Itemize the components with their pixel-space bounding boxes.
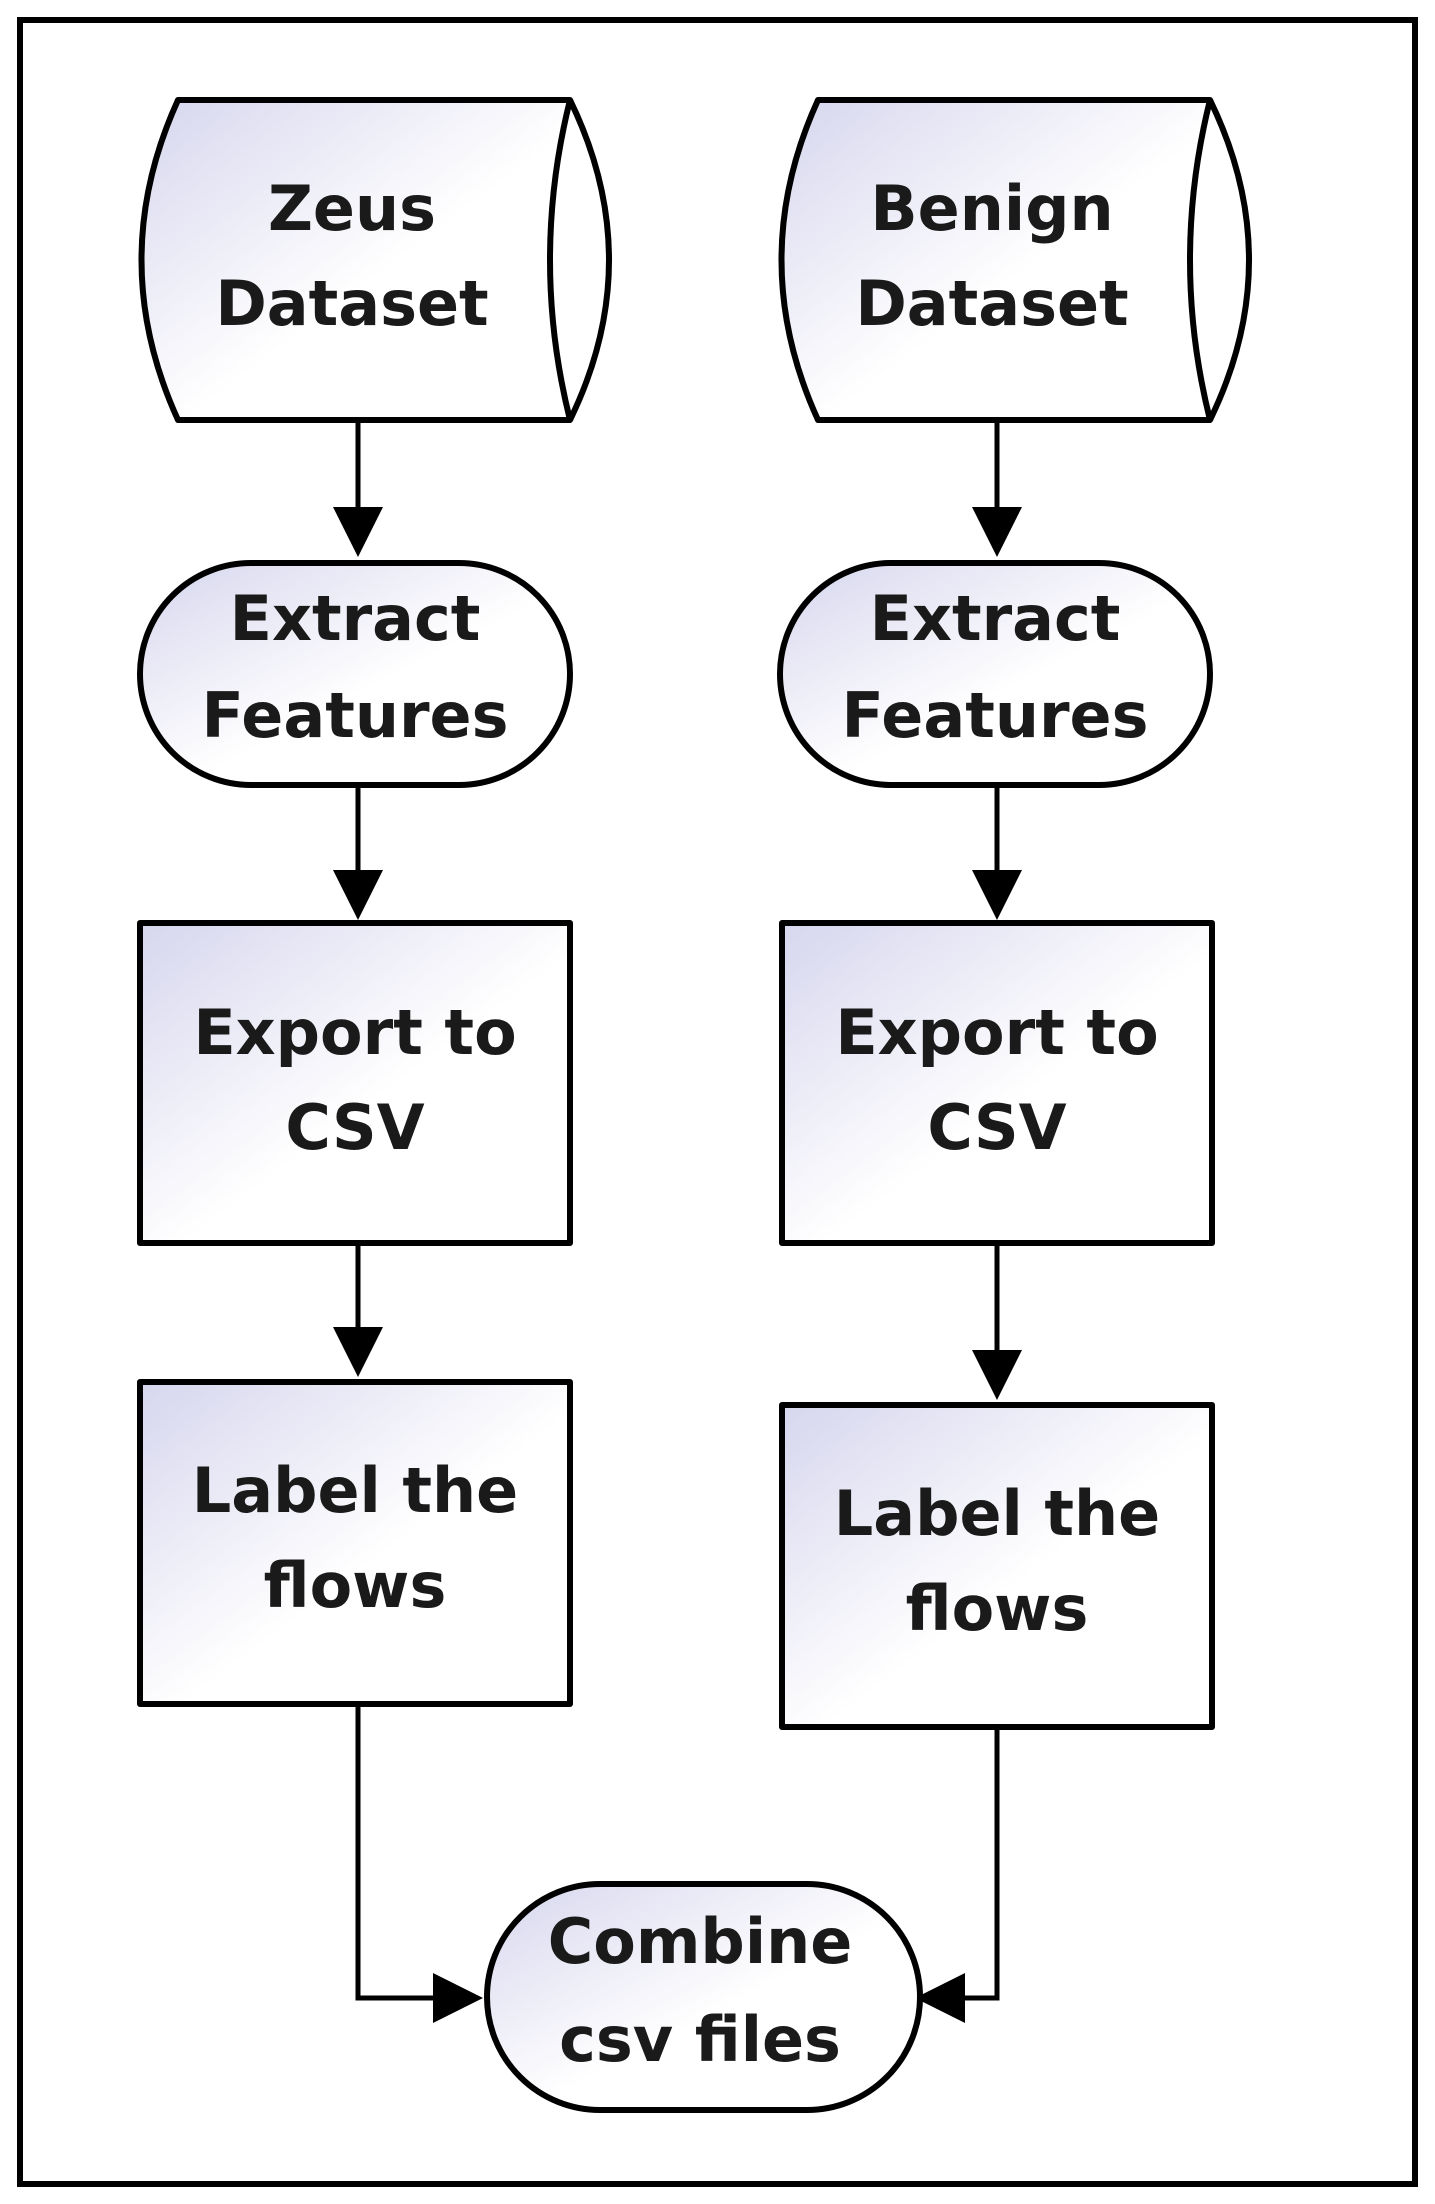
node-benign-dataset: Benign Dataset	[778, 97, 1252, 423]
node-label-line2: CSV	[285, 1091, 424, 1164]
node-benign-label-flows: Label the flows	[779, 1402, 1215, 1730]
node-label-line2: flows	[906, 1572, 1089, 1645]
terminator-shape	[484, 1881, 923, 2113]
node-label-line2: csv files	[559, 2003, 841, 2076]
node-zeus-export-csv: Export to CSV	[137, 920, 573, 1246]
node-zeus-extract-features: Extract Features	[137, 560, 573, 788]
edge-zeus-label-to-combine	[355, 1704, 483, 2023]
node-label-line1: Label the	[834, 1477, 1160, 1550]
node-label-line1: Benign	[870, 172, 1113, 245]
node-label-line2: Dataset	[215, 267, 488, 340]
process-shape	[137, 1379, 573, 1707]
node-label-line1: Zeus	[268, 172, 436, 245]
node-zeus-label-flows: Label the flows	[137, 1379, 573, 1707]
node-label-line1: Label the	[192, 1454, 518, 1527]
node-label-line1: Export to	[835, 996, 1158, 1069]
node-zeus-dataset: Zeus Dataset	[138, 97, 612, 423]
edge-benign-label-to-combine	[915, 1728, 1000, 2023]
stored-data-curve	[1207, 98, 1252, 422]
process-shape	[779, 920, 1215, 1246]
node-combine-csv-files: Combine csv files	[484, 1881, 923, 2113]
node-benign-extract-features: Extract Features	[777, 560, 1213, 788]
node-label-line2: Dataset	[855, 267, 1128, 340]
node-benign-export-csv: Export to CSV	[779, 920, 1215, 1246]
node-label-line2: flows	[264, 1549, 447, 1622]
terminator-shape	[777, 560, 1213, 788]
edges-group	[333, 422, 1022, 2023]
stored-data-shape	[138, 97, 573, 423]
stored-data-curve	[567, 98, 612, 422]
process-shape	[137, 920, 573, 1246]
node-label-line1: Extract	[870, 582, 1121, 655]
node-label-line2: Features	[201, 679, 508, 752]
node-label-line2: Features	[841, 679, 1148, 752]
stored-data-shape	[778, 97, 1213, 423]
node-label-line1: Extract	[230, 582, 481, 655]
terminator-shape	[137, 560, 573, 788]
node-label-line1: Combine	[548, 1905, 853, 1978]
node-label-line2: CSV	[927, 1091, 1066, 1164]
process-shape	[779, 1402, 1215, 1730]
node-label-line1: Export to	[193, 996, 516, 1069]
